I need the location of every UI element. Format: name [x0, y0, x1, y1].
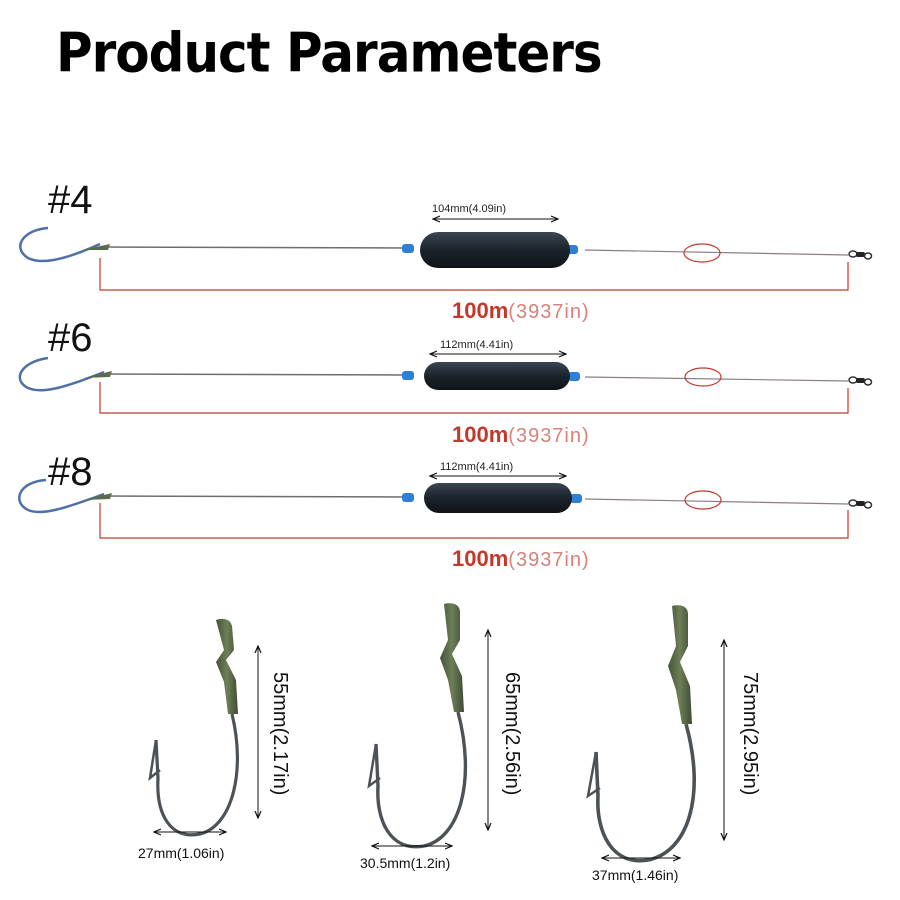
fishing-line	[584, 498, 849, 505]
bead-icon	[568, 372, 580, 381]
swivel-icon	[848, 250, 873, 260]
hook-sleeve-icon	[84, 371, 112, 378]
length-dimension-bracket	[99, 503, 849, 539]
knot-marker-icon	[684, 367, 722, 387]
hook-icon	[594, 723, 697, 863]
sinker-length-label-6: 112mm(4.41in)	[440, 339, 514, 351]
hook-small	[148, 618, 258, 837]
hook-width-label-1: 27mm(1.06in)	[138, 845, 225, 861]
fishing-line	[105, 246, 406, 249]
bead-icon	[402, 244, 414, 253]
bead-icon	[570, 494, 582, 503]
hook-icon	[154, 713, 239, 837]
hook-large	[586, 605, 724, 863]
hook-sleeve-icon	[216, 618, 238, 714]
rig-8	[18, 476, 873, 539]
hook-icon	[18, 356, 105, 392]
hook-icon	[19, 226, 101, 263]
fishing-line	[107, 495, 406, 498]
total-length-main: 100m	[452, 298, 509, 323]
hook-sleeve-icon	[84, 493, 112, 500]
hook-sleeve-icon	[668, 605, 692, 724]
knot-marker-icon	[683, 243, 721, 263]
bead-icon	[402, 371, 414, 380]
sinker-icon	[424, 483, 572, 513]
total-length-sub: (3937in)	[508, 549, 590, 571]
rig-4	[19, 219, 873, 291]
fishing-line	[584, 376, 849, 382]
swivel-icon	[848, 376, 873, 386]
knot-marker-icon	[684, 490, 722, 510]
length-dimension-bracket	[99, 382, 849, 414]
hook-medium	[367, 603, 488, 849]
rig-size-label-4: #4	[48, 178, 93, 222]
fishing-line	[584, 249, 849, 256]
rig-size-label-8: #8	[48, 450, 93, 494]
total-length-label-4: 100m(3937in)	[452, 298, 590, 323]
rig-size-label-6: #6	[48, 316, 93, 360]
total-length-sub: (3937in)	[508, 425, 590, 447]
hook-icon	[18, 478, 105, 514]
sinker-icon	[420, 232, 570, 268]
total-length-main: 100m	[452, 422, 509, 447]
rig-6	[18, 354, 873, 414]
hook-width-label-3: 37mm(1.46in)	[592, 867, 679, 883]
bead-icon	[402, 493, 414, 502]
fishing-line	[107, 373, 406, 376]
sinker-length-label-8: 112mm(4.41in)	[440, 461, 514, 473]
total-length-main: 100m	[452, 546, 509, 571]
total-length-label-8: 100m(3937in)	[452, 546, 590, 571]
sinker-length-label-4: 104mm(4.09in)	[432, 203, 506, 215]
total-length-sub: (3937in)	[508, 301, 590, 323]
swivel-icon	[848, 499, 873, 509]
hook-sleeve-icon	[82, 244, 110, 250]
length-dimension-bracket	[99, 258, 849, 291]
hook-sleeve-icon	[440, 603, 464, 712]
total-length-label-6: 100m(3937in)	[452, 422, 590, 447]
sinker-icon	[424, 362, 570, 390]
hook-width-label-2: 30.5mm(1.2in)	[360, 855, 451, 871]
hook-icon	[374, 711, 468, 849]
page-title: Product Parameters	[56, 21, 603, 85]
